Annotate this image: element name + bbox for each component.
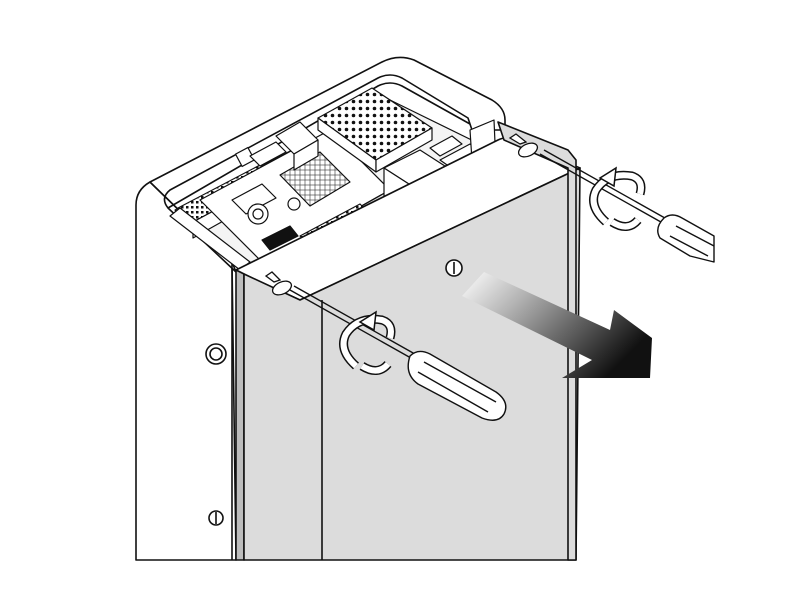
left-rotation-arrow-icon <box>339 310 396 375</box>
left-cover-screw-icon <box>264 271 293 296</box>
pull-direction-arrow-icon <box>462 272 652 378</box>
right-rotation-arrow-icon <box>589 166 646 231</box>
right-cover-screw-icon <box>508 133 539 158</box>
right-screwdriver-handle <box>657 214 715 263</box>
heatsink <box>317 87 433 173</box>
left-screwdriver-handle <box>407 350 507 421</box>
unit-housing <box>135 56 506 561</box>
housing-top-rim <box>149 56 506 273</box>
right-screwdriver <box>539 149 715 263</box>
cover-screws <box>264 133 539 296</box>
